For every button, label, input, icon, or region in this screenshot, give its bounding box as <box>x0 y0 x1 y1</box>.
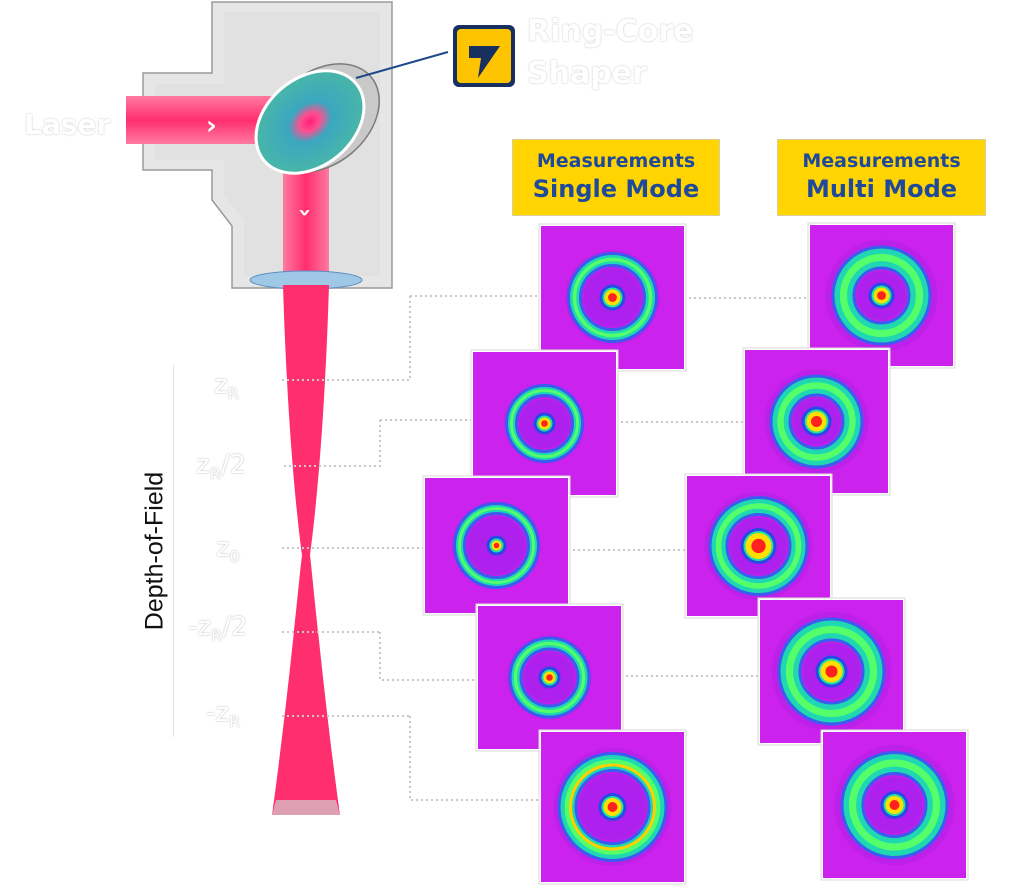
z-base: -z <box>206 698 230 728</box>
beam-profile-multi-4 <box>757 597 906 746</box>
connector-line-4 <box>282 420 381 467</box>
z-sub: R <box>211 626 223 645</box>
beam-profile-single-4 <box>475 603 624 752</box>
z-base: z <box>196 450 210 480</box>
single-mode-label-line2: Single Mode <box>532 175 700 203</box>
z-sub: R <box>209 464 221 483</box>
z-base: z <box>214 370 228 400</box>
single-mode-label-line1: Measurements <box>536 150 696 172</box>
depth-of-field-axis: Depth-of-Field <box>137 365 174 737</box>
beam-direction-down-icon: › <box>292 208 317 217</box>
z-base: z <box>216 533 230 563</box>
z-label-zr-half: zR/2 <box>196 450 246 483</box>
z-sub: 0 <box>229 547 240 566</box>
connector-line-8 <box>409 716 541 801</box>
z-label-neg-zr-half: -zR/2 <box>188 612 247 645</box>
multi-mode-label-line1: Measurements <box>802 150 961 172</box>
ring-core-optic <box>254 63 381 175</box>
beam-profile-multi-2 <box>742 347 891 496</box>
depth-of-field-label: Depth-of-Field <box>140 471 169 631</box>
single-mode-label: Measurements Single Mode <box>512 139 720 216</box>
z-suffix: /2 <box>220 450 247 480</box>
beam-profile-single-1 <box>538 223 687 372</box>
z-suffix: /2 <box>222 612 248 642</box>
z-label-zr: zR <box>214 370 239 403</box>
beam-profile-single-5 <box>538 729 687 885</box>
beam-profile-single-2 <box>470 349 619 498</box>
beam-profile-multi-1 <box>807 222 956 369</box>
beam-profile-multi-5 <box>820 729 969 881</box>
z-label-neg-zr: -zR <box>206 698 240 731</box>
z-sub: R <box>227 384 239 403</box>
beam-profile-single-3 <box>422 475 571 616</box>
multi-mode-label: Measurements Multi Mode <box>777 139 986 216</box>
z-sub: R <box>229 712 241 731</box>
z-label-z0: z0 <box>216 533 240 566</box>
beam-profiles <box>422 222 969 885</box>
measurement-connectors <box>282 295 810 801</box>
beam-profile-multi-3 <box>684 473 833 619</box>
laser-label: Laser <box>24 108 111 141</box>
brand-name-line2: Shaper <box>527 56 647 91</box>
beam-direction-right-icon: › <box>206 111 217 141</box>
callout-line <box>355 51 449 79</box>
focused-beam <box>272 285 340 815</box>
z-base: -z <box>188 612 212 642</box>
multi-mode-label-line2: Multi Mode <box>805 175 958 203</box>
connector-line-6 <box>379 632 478 681</box>
brand-name-line1: Ring-Core <box>527 14 694 49</box>
ring-core-logo-icon <box>453 25 515 87</box>
